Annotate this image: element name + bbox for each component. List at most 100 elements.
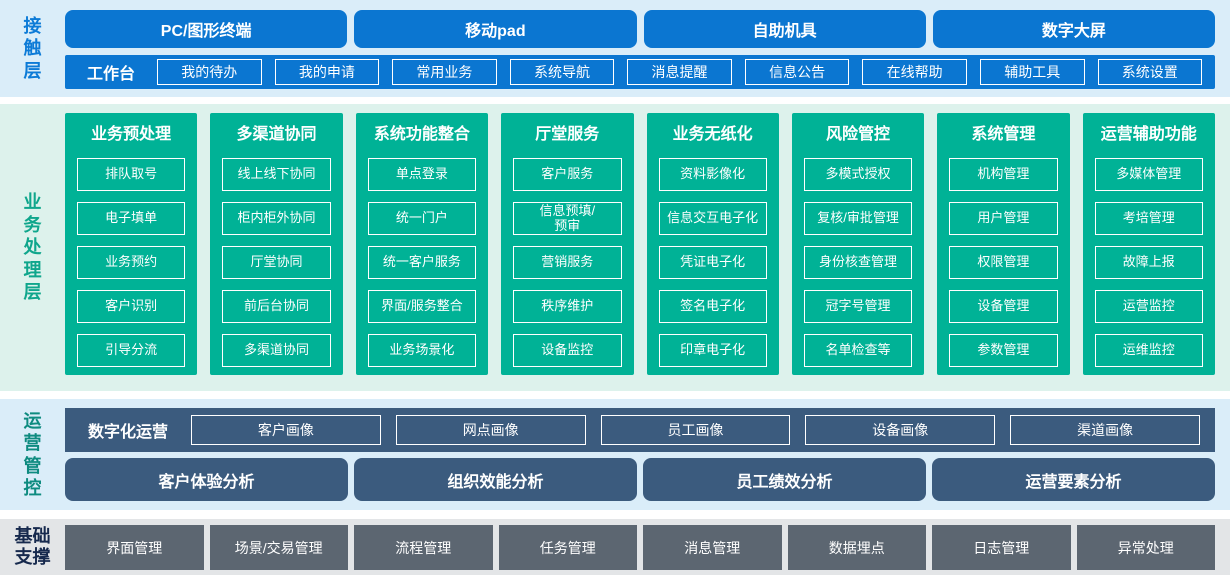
business-column-item: 界面/服务整合 (367, 290, 477, 323)
workbench-item: 辅助工具 (979, 59, 1085, 85)
business-column-title: 多渠道协同 (236, 126, 317, 143)
foundation-layer-label: 基础支撑 (14, 526, 51, 567)
business-column-item: 设备管理 (949, 290, 1058, 323)
business-column-item: 电子填单 (77, 202, 186, 235)
workbench-item: 我的待办 (157, 59, 262, 85)
layer-contact: 接触层 PC/图形终端 移动pad 自助机具 数字大屏 工作台 我的待 (0, 0, 1230, 97)
foundation-layer-gutter: 基础支撑 (0, 519, 65, 575)
business-column-item: 多媒体管理 (1094, 158, 1203, 191)
business-column-title: 运营辅助功能 (1100, 126, 1197, 143)
business-column-item: 运维监控 (1094, 334, 1203, 367)
business-column-item: 用户管理 (949, 202, 1058, 235)
business-column-item: 考培管理 (1094, 202, 1203, 235)
digital-operation-bar: 数字化运营 客户画像 网点画像 员工画像 设备画像 渠道画像 (65, 408, 1215, 452)
digital-operation-label: 数字化运营 (87, 424, 168, 441)
business-columns: 业务预处理 排队取号 电子填单 业务预约 客户识别 (65, 104, 1215, 375)
business-column: 业务预处理 排队取号 电子填单 业务预约 客户识别 (65, 113, 198, 375)
business-column-item: 印章电子化 (658, 334, 767, 367)
layer-operation: 运营管控 数字化运营 客户画像 网点画像 员工画像 设备画像 渠道画像 (0, 399, 1230, 510)
digital-operation-item: 员工画像 (600, 415, 791, 445)
business-column-title: 厅堂服务 (535, 126, 600, 143)
foundation-box: 任务管理 (498, 525, 637, 570)
business-column: 风险管控 多模式授权 复核/审批管理 身份核查管理 冠字号管理 (791, 113, 925, 375)
business-column-item: 统一客户服务 (367, 246, 477, 279)
business-column-items: 机构管理 用户管理 权限管理 设备管理 参数管理 (949, 158, 1058, 367)
workbench-item: 在线帮助 (862, 59, 967, 85)
business-column-title: 系统管理 (971, 126, 1036, 143)
business-column-item: 信息交互电子化 (658, 202, 767, 235)
business-column-item: 机构管理 (949, 158, 1058, 191)
business-column-item: 多渠道协同 (222, 334, 331, 367)
business-layer-label: 业务处理层 (23, 192, 42, 303)
terminal-row: PC/图形终端 移动pad 自助机具 数字大屏 (65, 10, 1215, 48)
terminal-box: 移动pad (354, 10, 637, 48)
business-column-title: 风险管控 (826, 126, 891, 143)
business-column-item: 厅堂协同 (222, 246, 331, 279)
foundation-row: 界面管理 场景/交易管理 流程管理 任务管理 消息管理 数据埋点 日志管理 异常… (65, 519, 1215, 570)
business-column-item: 线上线下协同 (222, 158, 331, 191)
workbench-bar: 工作台 我的待办 我的申请 常用业务 系统导航 消息提醒 信息公告 (65, 55, 1215, 89)
contact-layer-label: 接触层 (23, 15, 42, 81)
foundation-box: 异常处理 (1076, 525, 1215, 570)
business-column: 系统管理 机构管理 用户管理 权限管理 设备管理 (937, 113, 1070, 375)
business-column-item: 信息预填/ 预审 (513, 202, 622, 235)
business-column: 多渠道协同 线上线下协同 柜内柜外协同 厅堂协同 前后台协同 (210, 113, 343, 375)
analysis-box: 运营要素分析 (932, 458, 1215, 501)
business-column-item: 引导分流 (77, 334, 186, 367)
business-column-item: 业务场景化 (367, 334, 477, 367)
business-column-item: 签名电子化 (658, 290, 767, 323)
business-column-item: 统一门户 (367, 202, 477, 235)
foundation-box: 数据埋点 (787, 525, 926, 570)
workbench-item: 信息公告 (744, 59, 850, 85)
business-column-items: 资料影像化 信息交互电子化 凭证电子化 签名电子化 印章电子化 (658, 158, 767, 367)
business-column-item: 前后台协同 (222, 290, 331, 323)
business-column-items: 客户服务 信息预填/ 预审 营销服务 秩序维护 设备监控 (513, 158, 622, 367)
business-column: 厅堂服务 客户服务 信息预填/ 预审 营销服务 秩序维护 (501, 113, 634, 375)
layer-foundation: 基础支撑 界面管理 场景/交易管理 流程管理 任务管理 消息管理 数据埋点 日志… (0, 519, 1230, 575)
foundation-box: 场景/交易管理 (209, 525, 348, 570)
business-column-items: 多模式授权 复核/审批管理 身份核查管理 冠字号管理 名单检查等 (803, 158, 913, 367)
business-column-item: 设备监控 (513, 334, 622, 367)
workbench-label: 工作台 (86, 66, 135, 83)
digital-operation-items: 客户画像 网点画像 员工画像 设备画像 渠道画像 (191, 415, 1200, 445)
digital-operation-item: 客户画像 (191, 415, 381, 445)
foundation-box: 日志管理 (932, 525, 1071, 570)
business-column-item: 业务预约 (77, 246, 186, 279)
business-column-items: 线上线下协同 柜内柜外协同 厅堂协同 前后台协同 多渠道协同 (222, 158, 331, 367)
business-column-item: 权限管理 (949, 246, 1058, 279)
business-column-items: 多媒体管理 考培管理 故障上报 运营监控 运维监控 (1094, 158, 1203, 367)
workbench-item: 消息提醒 (627, 59, 732, 85)
business-column-title: 业务预处理 (91, 126, 172, 143)
workbench-item: 我的申请 (274, 59, 380, 85)
foundation-box: 消息管理 (643, 525, 782, 570)
workbench-item: 常用业务 (392, 59, 497, 85)
business-column-item: 客户服务 (513, 158, 622, 191)
business-column-item: 名单检查等 (803, 334, 913, 367)
business-column-item: 秩序维护 (513, 290, 622, 323)
operation-layer-label: 运营管控 (23, 410, 42, 499)
digital-operation-item: 网点画像 (395, 415, 586, 445)
analysis-box: 组织效能分析 (354, 458, 637, 501)
foundation-layer-content: 界面管理 场景/交易管理 流程管理 任务管理 消息管理 数据埋点 日志管理 异常… (65, 519, 1230, 575)
business-column-item: 单点登录 (367, 158, 477, 191)
terminal-box: 数字大屏 (932, 10, 1215, 48)
foundation-box: 流程管理 (354, 525, 493, 570)
business-column: 系统功能整合 单点登录 统一门户 统一客户服务 界面/服务整合 (355, 113, 489, 375)
business-column-item: 资料影像化 (658, 158, 767, 191)
business-column-item: 运营监控 (1094, 290, 1203, 323)
business-column-title: 业务无纸化 (672, 126, 753, 143)
business-column-item: 故障上报 (1094, 246, 1203, 279)
business-column-item: 复核/审批管理 (803, 202, 913, 235)
analysis-box: 员工绩效分析 (643, 458, 926, 501)
business-column-item: 柜内柜外协同 (222, 202, 331, 235)
business-column-item: 冠字号管理 (803, 290, 913, 323)
terminal-box: 自助机具 (643, 10, 926, 48)
layer-business: 业务处理层 业务预处理 排队取号 电子填单 业务预 (0, 104, 1230, 391)
workbench-items: 我的待办 我的申请 常用业务 系统导航 消息提醒 信息公告 在线帮助 辅助工具 (157, 59, 1203, 85)
business-column-item: 身份核查管理 (803, 246, 913, 279)
foundation-box: 界面管理 (65, 525, 204, 570)
business-column-item: 客户识别 (77, 290, 186, 323)
business-column: 业务无纸化 资料影像化 信息交互电子化 凭证电子化 签名电子化 (646, 113, 779, 375)
analysis-box: 客户体验分析 (65, 458, 348, 501)
